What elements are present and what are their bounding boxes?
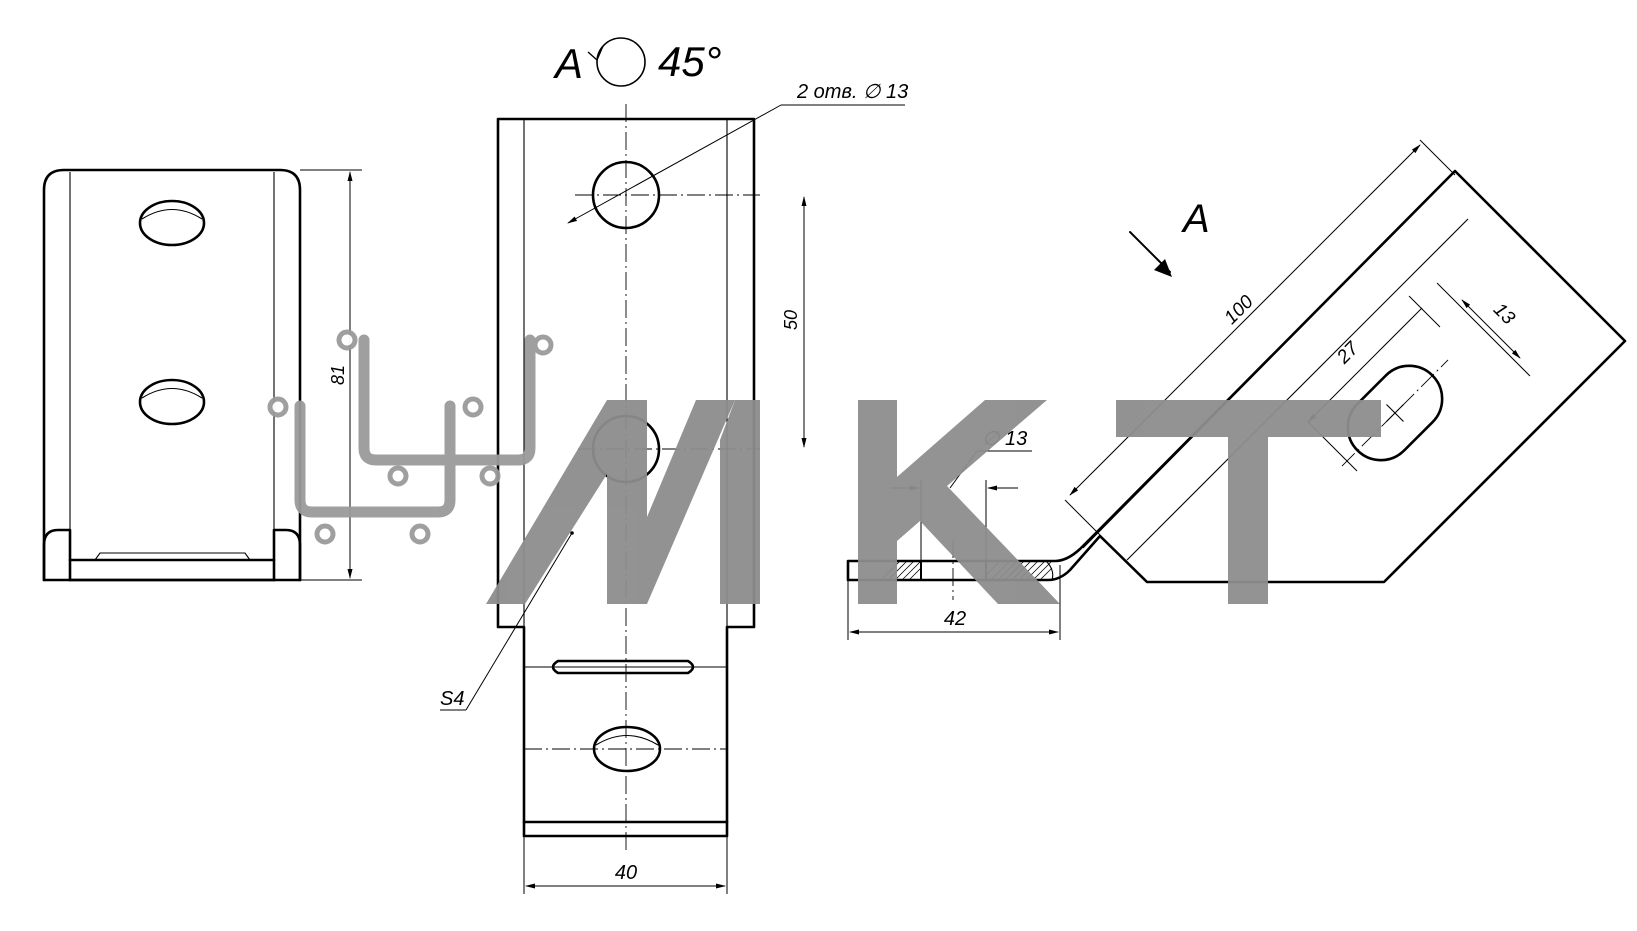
dimension-50: 50 — [781, 196, 807, 448]
view-arrow-label: A — [1181, 197, 1210, 241]
left-view: 81 — [42, 168, 362, 582]
dimension-27: 27 — [1307, 295, 1441, 472]
dimension-42: 42 — [847, 565, 1061, 640]
tray-logo-icon — [267, 329, 554, 545]
middle-hole-upper — [575, 160, 760, 230]
watermark — [267, 329, 1381, 604]
dimension-50-label: 50 — [781, 310, 801, 330]
watermark-letter-t — [1116, 400, 1381, 604]
thickness-label: S4 — [440, 688, 464, 710]
left-view-hole-upper — [138, 199, 206, 247]
view-a-angle: 45° — [658, 38, 722, 85]
watermark-letter-k — [858, 400, 1060, 604]
dimension-27-label: 27 — [1333, 337, 1365, 369]
dimension-40: 40 — [523, 836, 728, 894]
dimension-100-label: 100 — [1220, 291, 1258, 329]
dimension-81: 81 — [300, 169, 362, 581]
dimension-81-label: 81 — [328, 365, 348, 385]
holes-leader: 2 отв. ∅ 13 — [567, 81, 908, 224]
dimension-42-label: 42 — [944, 608, 966, 630]
dimension-13-slot-label: 13 — [1489, 299, 1519, 329]
watermark-letter-m — [486, 400, 760, 604]
thickness-leader: S4 — [440, 531, 574, 711]
rotation-arrow-icon — [587, 45, 604, 62]
dimension-40-label: 40 — [615, 862, 637, 884]
view-a-letter: A — [552, 40, 583, 87]
view-a-label: A 45° — [552, 37, 722, 87]
dimension-13-slot: 13 — [1436, 282, 1531, 377]
middle-hole-bottom — [524, 725, 727, 773]
left-view-hole-lower — [138, 378, 206, 426]
rotation-circle-icon — [596, 37, 646, 87]
view-arrow: A — [1129, 197, 1210, 277]
holes-note: 2 отв. ∅ 13 — [796, 81, 908, 103]
